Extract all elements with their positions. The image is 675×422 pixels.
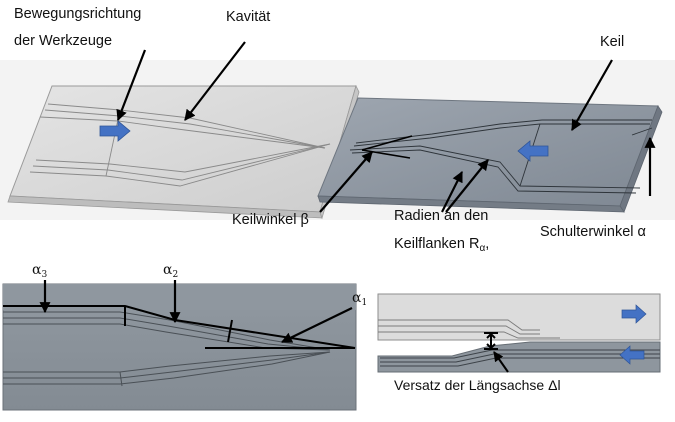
detail-right: [377, 293, 661, 373]
label-versatz: Versatz der Längsachse Δl: [394, 377, 561, 393]
label-kavitaet: Kavität: [226, 9, 271, 25]
label-schulterwinkel: Schulterwinkel α: [540, 224, 646, 240]
label-keilwinkel: Keilwinkel β: [232, 212, 309, 228]
top-annotation-arrows: [116, 41, 656, 213]
direction-arrow-right-icon: [99, 120, 131, 142]
direction-arrow-left-icon: [517, 140, 549, 162]
label-alpha3: α3: [32, 262, 48, 280]
cavity-tool: [7, 84, 360, 220]
detail-left: [2, 280, 357, 411]
label-der-werkzeuge: der Werkzeuge: [14, 33, 113, 49]
label-keil: Keil: [600, 34, 625, 50]
label-alpha2: α2: [163, 262, 179, 280]
label-radien-line2: Keilflanken Rα,: [394, 236, 490, 254]
label-alpha1: α1: [352, 290, 368, 308]
label-radien-line1: Radien an den: [394, 208, 489, 224]
detail-arrow-left-icon: [619, 345, 645, 365]
wedge-angle-lines: [361, 135, 413, 159]
label-bewegungsrichtung: Bewegungsrichtung: [14, 6, 142, 22]
detail-arrow-right-icon: [621, 304, 647, 324]
offset-marker: [484, 332, 509, 373]
